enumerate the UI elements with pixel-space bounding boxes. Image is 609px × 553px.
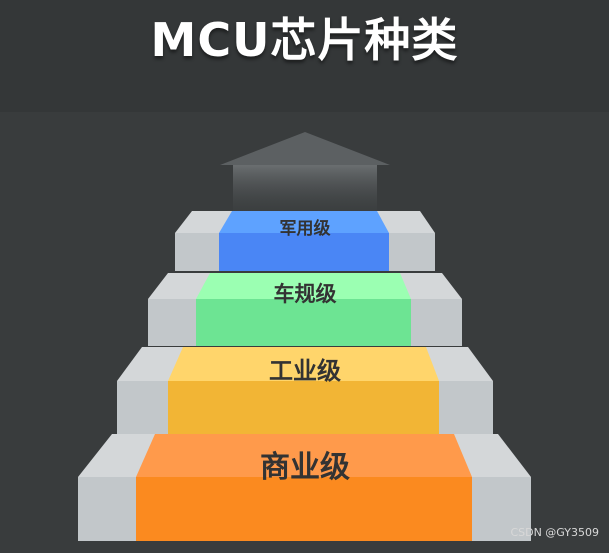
step-commercial-top	[136, 434, 472, 477]
watermark: CSDN @GY3509	[510, 526, 599, 539]
step-industrial-front	[168, 381, 439, 434]
step-automotive	[148, 273, 462, 346]
step-commercial-front	[136, 477, 472, 541]
step-military-top	[219, 211, 389, 233]
step-automotive-top	[196, 273, 411, 299]
step-military	[175, 211, 435, 271]
step-industrial-top	[168, 347, 439, 381]
step-label-military: 军用级	[279, 219, 331, 239]
up-arrow-icon	[220, 132, 390, 215]
step-commercial	[78, 434, 531, 541]
page-title: MCU芯片种类	[150, 13, 459, 67]
step-military-front	[219, 233, 389, 271]
step-label-industrial: 工业级	[269, 357, 341, 385]
step-automotive-front	[196, 299, 411, 346]
header-band	[0, 0, 609, 112]
step-label-automotive: 车规级	[273, 282, 337, 306]
step-label-commercial: 商业级	[260, 450, 350, 485]
step-industrial	[117, 347, 493, 434]
